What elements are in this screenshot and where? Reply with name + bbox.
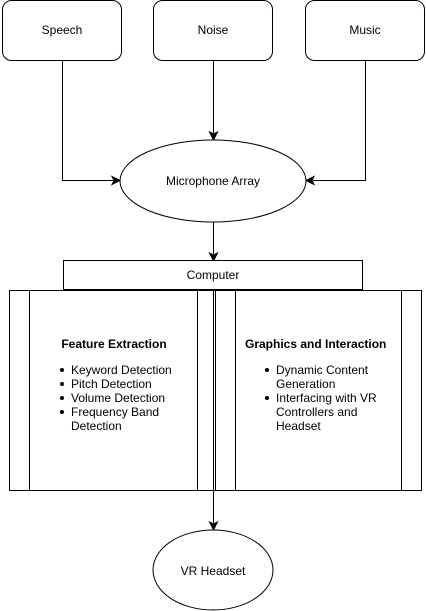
list-item: Keyword Detection [60,363,183,377]
list-item: Pitch Detection [60,377,183,391]
graphics-interaction-list: Dynamic Content Generation Interfacing w… [245,363,395,433]
list-item: Dynamic Content Generation [265,363,376,391]
speech-label: Speech [42,23,83,37]
music-node: Music [305,0,425,61]
music-label: Music [349,23,380,37]
list-item: Interfacing with VR Controllers and Head… [265,391,386,433]
microphone-array-label: Microphone Array [166,174,260,188]
graphics-interaction-node [215,290,422,491]
feature-extraction-node [9,290,218,491]
graphics-interaction-title: Graphics and Interaction [245,337,387,351]
edge-microphone-to-computer [208,222,219,263]
feature-extraction-list: Keyword Detection Pitch Detection Volume… [53,363,183,433]
speech-node: Speech [2,0,122,61]
noise-node: Noise [153,0,273,61]
edge-noise-to-microphone [208,61,219,142]
list-item: Frequency Band Detection [60,405,179,433]
feature-extraction-content: Feature Extraction Keyword Detection Pit… [53,337,183,433]
list-item: Volume Detection [60,391,183,405]
microphone-array-node: Microphone Array [119,139,307,223]
vr-headset-node: VR Headset [152,529,274,611]
feature-extraction-title: Feature Extraction [61,337,167,351]
graphics-interaction-content: Graphics and Interaction Dynamic Content… [245,337,395,433]
computer-label: Computer [187,268,240,282]
vr-headset-label: VR Headset [181,564,246,578]
edge-music-to-microphone [304,61,366,186]
computer-node: Computer [63,260,363,290]
noise-label: Noise [198,23,229,37]
edge-computer-to-vr-headset [208,290,219,532]
edge-speech-to-microphone [62,61,122,186]
